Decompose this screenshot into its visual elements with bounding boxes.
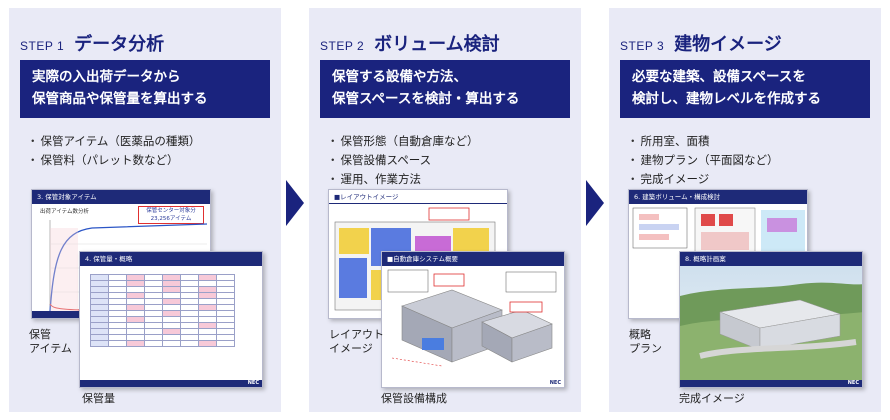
step-2-caption-bottom: 保管設備構成 (381, 392, 447, 405)
step-2-caption-left: レイアウト イメージ (329, 328, 384, 356)
chart-callout: 保管センター対象分 23,256アイテム (138, 206, 204, 224)
step-1-bullet: 保管アイテム（医薬品の種類） (27, 132, 201, 151)
step-2-number: STEP 2 (320, 39, 365, 53)
step-2-asrs-slide[interactable]: ■自動倉庫システム概要 NEC (381, 251, 565, 388)
nec-logo: NEC (247, 380, 259, 386)
step-3-description-line-2: 検討し、建物レベルを作成する (632, 91, 821, 107)
step-2-bullet-list: 保管形態（自動倉庫など） 保管設備スペース 運用、作業方法 (327, 132, 479, 189)
caption-line: プラン (629, 342, 662, 355)
step-2-panel: STEP 2 ボリューム検討 保管する設備や方法、 保管スペースを検討・算出する… (309, 8, 581, 412)
step-3-panel: STEP 3 建物イメージ 必要な建築、設備スペースを 検討し、建物レベルを作成… (609, 8, 881, 412)
step-3-header: STEP 3 建物イメージ (620, 30, 782, 56)
slide-title: ■自動倉庫システム概要 (382, 252, 564, 266)
callout-line: 23,256アイテム (150, 216, 192, 222)
caption-line: アイテム (29, 342, 72, 355)
step-3-caption-left: 概略 プラン (629, 328, 662, 356)
storage-volume-table (90, 274, 235, 347)
caption-line: イメージ (329, 342, 373, 355)
step-1-caption-bottom: 保管量 (82, 392, 115, 405)
step-1-bullet-list: 保管アイテム（医薬品の種類） 保管料（パレット数など） (27, 132, 201, 170)
slide-title: ■レイアウトイメージ (329, 190, 507, 204)
step-2-header: STEP 2 ボリューム検討 (320, 30, 500, 56)
step-3-render-slide[interactable]: 8. 概略計画案 NEC (679, 251, 863, 388)
step-3-number: STEP 3 (620, 39, 665, 53)
step-1-description-line-2: 保管商品や保管量を算出する (32, 91, 208, 107)
step-2-description-line-2: 保管スペースを検討・算出する (332, 91, 520, 107)
step-1-description: 実際の入出荷データから 保管商品や保管量を算出する (20, 60, 270, 118)
step-2-bullet: 運用、作業方法 (327, 170, 479, 189)
callout-line: 保管センター対象分 (146, 208, 196, 214)
step-1-description-line-1: 実際の入出荷データから (32, 69, 181, 85)
step-2-bullet: 保管設備スペース (327, 151, 479, 170)
step-3-description: 必要な建築、設備スペースを 検討し、建物レベルを作成する (620, 60, 870, 118)
step-3-bullet-list: 所用室、面積 建物プラン（平面図など） 完成イメージ (627, 132, 779, 189)
step-2-description-line-1: 保管する設備や方法、 (332, 69, 467, 85)
nec-logo: NEC (847, 380, 859, 386)
chart-title: 出荷アイテム数分析 (40, 209, 89, 215)
step-3-caption-bottom: 完成イメージ (679, 392, 745, 405)
arrow-right-icon (286, 180, 304, 226)
slide-title: 6. 建築ボリューム・構成検討 (629, 190, 807, 204)
building-render-image (680, 266, 862, 382)
step-3-bullet: 完成イメージ (627, 170, 779, 189)
slide-title: 3. 保管対象アイテム (32, 190, 210, 204)
caption-line: 保管 (29, 328, 51, 341)
step-2-title: ボリューム検討 (374, 34, 500, 55)
step-3-bullet: 建物プラン（平面図など） (627, 151, 779, 170)
slide-title: 8. 概略計画案 (680, 252, 862, 266)
step-1-panel: STEP 1 データ分析 実際の入出荷データから 保管商品や保管量を算出する 保… (9, 8, 281, 412)
step-2-description: 保管する設備や方法、 保管スペースを検討・算出する (320, 60, 570, 118)
step-1-caption-left: 保管 アイテム (29, 328, 72, 356)
asrs-3d-diagram (387, 269, 557, 367)
arrow-right-icon (586, 180, 604, 226)
step-1-title: データ分析 (74, 34, 165, 55)
slide-footer: NEC (680, 380, 862, 387)
step-1-table-slide[interactable]: 4. 保管量・概略 NEC (79, 251, 263, 388)
step-3-description-line-1: 必要な建築、設備スペースを (632, 69, 806, 85)
slide-footer: NEC (382, 380, 564, 387)
step-1-bullet: 保管料（パレット数など） (27, 151, 200, 170)
step-3-title: 建物イメージ (674, 34, 782, 55)
step-3-bullet: 所用室、面積 (627, 132, 779, 151)
slide-footer: NEC (80, 380, 262, 387)
step-1-number: STEP 1 (20, 39, 65, 53)
nec-logo: NEC (549, 380, 561, 386)
caption-line: レイアウト (329, 328, 384, 341)
caption-line: 概略 (629, 328, 651, 341)
step-1-header: STEP 1 データ分析 (20, 30, 164, 56)
step-2-bullet: 保管形態（自動倉庫など） (327, 132, 479, 151)
slide-title: 4. 保管量・概略 (80, 252, 262, 266)
